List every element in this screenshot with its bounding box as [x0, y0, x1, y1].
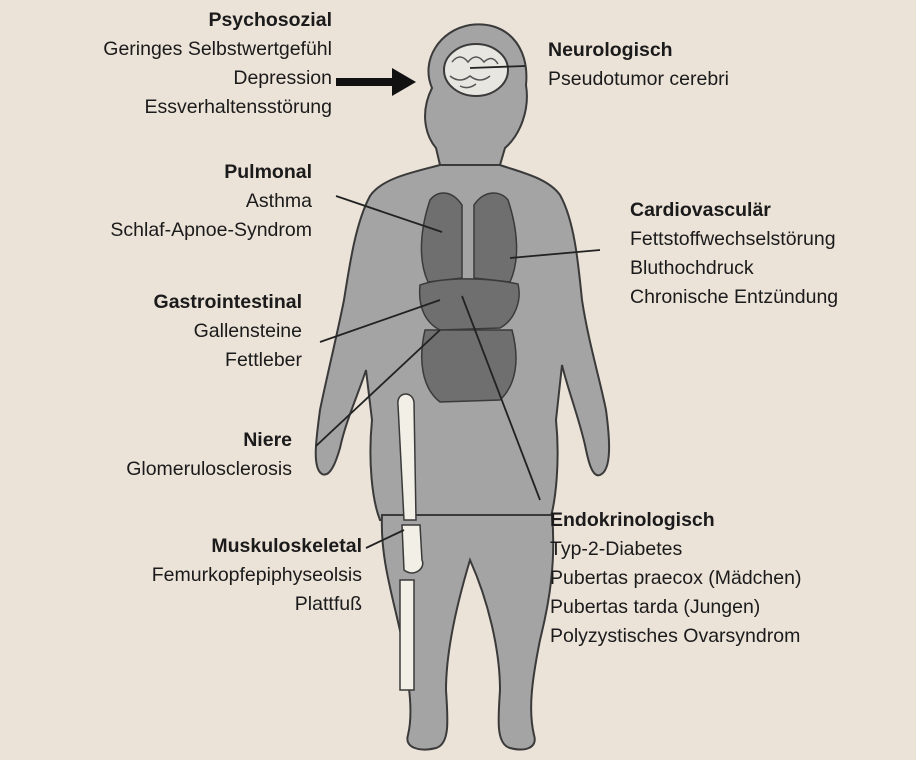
group-title: Endokrinologisch: [550, 506, 801, 535]
group-item: Gallensteine: [154, 317, 302, 346]
group-item: Polyzystisches Ovarsyndrom: [550, 622, 801, 651]
group-neurologisch: Neurologisch Pseudotumor cerebri: [548, 36, 729, 94]
group-title: Gastrointestinal: [154, 288, 302, 317]
group-item: Chronische Entzündung: [630, 283, 838, 312]
group-item: Schlaf-Apnoe-Syndrom: [110, 216, 312, 245]
group-item: Glomerulosclerosis: [126, 455, 292, 484]
group-item: Depression: [103, 64, 332, 93]
intestines: [422, 330, 516, 402]
group-item: Pubertas praecox (Mädchen): [550, 564, 801, 593]
group-title: Niere: [126, 426, 292, 455]
group-title: Muskuloskeletal: [152, 532, 362, 561]
group-gastrointestinal: Gastrointestinal Gallensteine Fettleber: [154, 288, 302, 375]
group-muskuloskeletal: Muskuloskeletal Femurkopfepiphyseolsis P…: [152, 532, 362, 619]
group-item: Geringes Selbstwertgefühl: [103, 35, 332, 64]
group-item: Bluthochdruck: [630, 254, 838, 283]
brain: [444, 44, 508, 96]
group-item: Femurkopfepiphyseolsis: [152, 561, 362, 590]
group-title: Cardiovasculär: [630, 196, 838, 225]
group-item: Pubertas tarda (Jungen): [550, 593, 801, 622]
group-psychosozial: Psychosozial Geringes Selbstwertgefühl D…: [103, 6, 332, 122]
group-niere: Niere Glomerulosclerosis: [126, 426, 292, 484]
group-title: Pulmonal: [110, 158, 312, 187]
group-item: Fettleber: [154, 346, 302, 375]
group-item: Essverhaltensstörung: [103, 93, 332, 122]
liver-stomach: [420, 279, 519, 330]
group-item: Fettstoffwechselstörung: [630, 225, 838, 254]
group-item: Asthma: [110, 187, 312, 216]
group-cardiovasculaer: Cardiovasculär Fettstoffwechselstörung B…: [630, 196, 838, 312]
group-endokrinologisch: Endokrinologisch Typ-2-Diabetes Pubertas…: [550, 506, 801, 651]
group-item: Typ-2-Diabetes: [550, 535, 801, 564]
arrow-icon: [336, 68, 416, 96]
group-title: Psychosozial: [103, 6, 332, 35]
group-pulmonal: Pulmonal Asthma Schlaf-Apnoe-Syndrom: [110, 158, 312, 245]
group-item: Plattfuß: [152, 590, 362, 619]
group-title: Neurologisch: [548, 36, 729, 65]
group-item: Pseudotumor cerebri: [548, 65, 729, 94]
